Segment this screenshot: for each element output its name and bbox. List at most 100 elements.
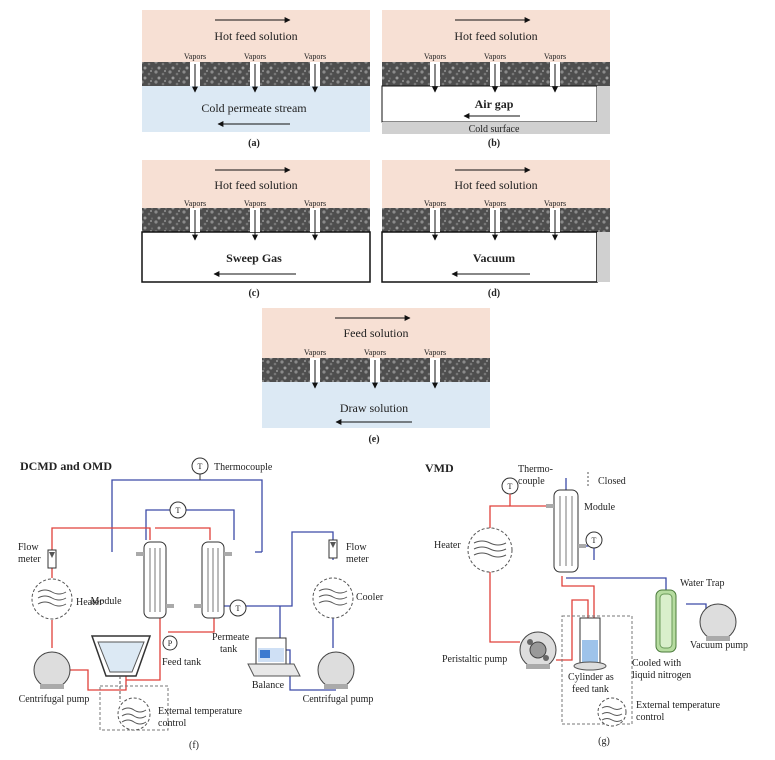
pump-label: Centrifugal pump [19,694,90,705]
centrifugal-pump-left [33,651,71,689]
hot-pipes [489,494,595,661]
external-temp-control [117,697,151,731]
vapor-label: Vapors [424,199,446,208]
vapor-label: Vapors [484,199,506,208]
feed-layer [382,160,610,208]
t-symbol: T [176,506,181,515]
vapor-label: Vapors [424,52,446,61]
cooler-label: Cooler [356,592,384,603]
panel-caption: (d) [488,288,500,299]
draw-layer [262,382,490,428]
panel-title: DCMD and OMD [20,459,112,473]
feed-label: Hot feed solution [214,29,297,43]
vacuum-pipes [565,478,707,624]
vapor-label: Vapors [244,52,266,61]
side-wall [597,232,610,282]
module-label: Module [90,596,122,607]
panel-a: Hot feed solution Vapors Vapors Vapors C… [142,10,370,149]
vapor-label: Vapors [544,199,566,208]
vapor-label: Vapors [184,52,206,61]
feed-label: Hot feed solution [454,29,537,43]
panel-caption: (g) [598,736,610,747]
balance-label: Balance [252,680,285,691]
balance [247,663,301,677]
feed-label: Hot feed solution [454,178,537,192]
vapor-label: Vapors [424,348,446,357]
vapor-label: Vapors [304,52,326,61]
panel-f: DCMD and OMD T Therm [18,457,384,751]
module-left [136,541,174,619]
panel-c: Hot feed solution Vapors Vapors Vapors S… [141,160,371,299]
thermo-label: Thermo- [518,464,553,475]
thermocouple-sensor [585,531,603,549]
pores [430,208,560,241]
cold-surface-side [597,86,610,122]
vapor-label: Vapors [484,52,506,61]
panel-d: Hot feed solution Vapors Vapors Vapors V… [381,160,610,299]
cooled-label: liquid nitrogen [632,670,691,681]
p-symbol: P [168,639,173,648]
feed-layer [262,308,490,358]
heater-label: Heater [76,597,103,608]
sweep-gas-label: Sweep Gas [226,251,282,265]
module-right [194,541,232,619]
flow-meter-label: Flow [346,542,367,553]
cold-surface-label: Cold surface [469,124,520,135]
permeate-label: tank [220,644,237,655]
vapor-label: Vapors [244,199,266,208]
panel-g: VMD Closed Thermo- couple T [425,461,748,747]
thermo-label: couple [518,476,545,487]
water-trap-label: Water Trap [680,578,724,589]
vapor-label: Vapors [364,348,386,357]
external-label: control [636,712,665,723]
draw-label: Draw solution [340,401,408,415]
flow-meter-label: Flow [18,542,39,553]
vapor-label: Vapors [304,199,326,208]
t-symbol: T [236,604,241,613]
flow-meter-label: meter [346,554,369,565]
air-gap-label: Air gap [475,97,514,111]
thermocouple-label: Thermocouple [214,462,273,473]
cylinder-label: feed tank [572,684,609,695]
panel-caption: (a) [248,138,260,149]
heater-label: Heater [434,540,461,551]
flow-meter-label: meter [18,554,41,565]
cooled-label: Cooled with [632,658,681,669]
thermocouple-sensor [169,501,187,519]
feed-label: Hot feed solution [214,178,297,192]
thermocouple-sensor [229,599,247,617]
t-symbol: T [508,482,513,491]
panel-caption: (b) [488,138,500,149]
t-symbol: T [198,462,203,471]
cylinder-label: Cylinder as [568,672,614,683]
feed-layer [142,10,370,62]
vapor-label: Vapors [304,348,326,357]
panel-caption: (f) [189,740,199,751]
module [546,489,586,573]
vacuum-label: Vacuum [473,251,515,265]
t-symbol: T [592,536,597,545]
centrifugal-pump-right [317,651,355,689]
external-temp-control [597,697,627,727]
heater [467,527,513,573]
panel-b: Hot feed solution Vapors Vapors Vapors A… [381,10,610,149]
pressure-gauge [162,635,178,651]
permeate-label: Permeate [212,632,250,643]
vacuum-pump-label: Vacuum pump [690,640,748,651]
peristaltic-label: Peristaltic pump [442,654,507,665]
pores [190,208,320,241]
feed-layer [142,160,370,208]
pores [310,358,440,389]
panel-caption: (c) [248,288,259,299]
hot-return [168,614,215,633]
feed-label: Feed solution [344,326,409,340]
closed-label: Closed [598,476,626,487]
temp-control-loop [561,615,633,725]
feed-tank-label: Feed tank [162,657,201,668]
pores [190,62,320,93]
external-label: External temperature [158,706,243,717]
flow-meter-left [47,549,57,569]
cold-loop-pipes [111,479,334,650]
external-label: control [158,718,187,729]
